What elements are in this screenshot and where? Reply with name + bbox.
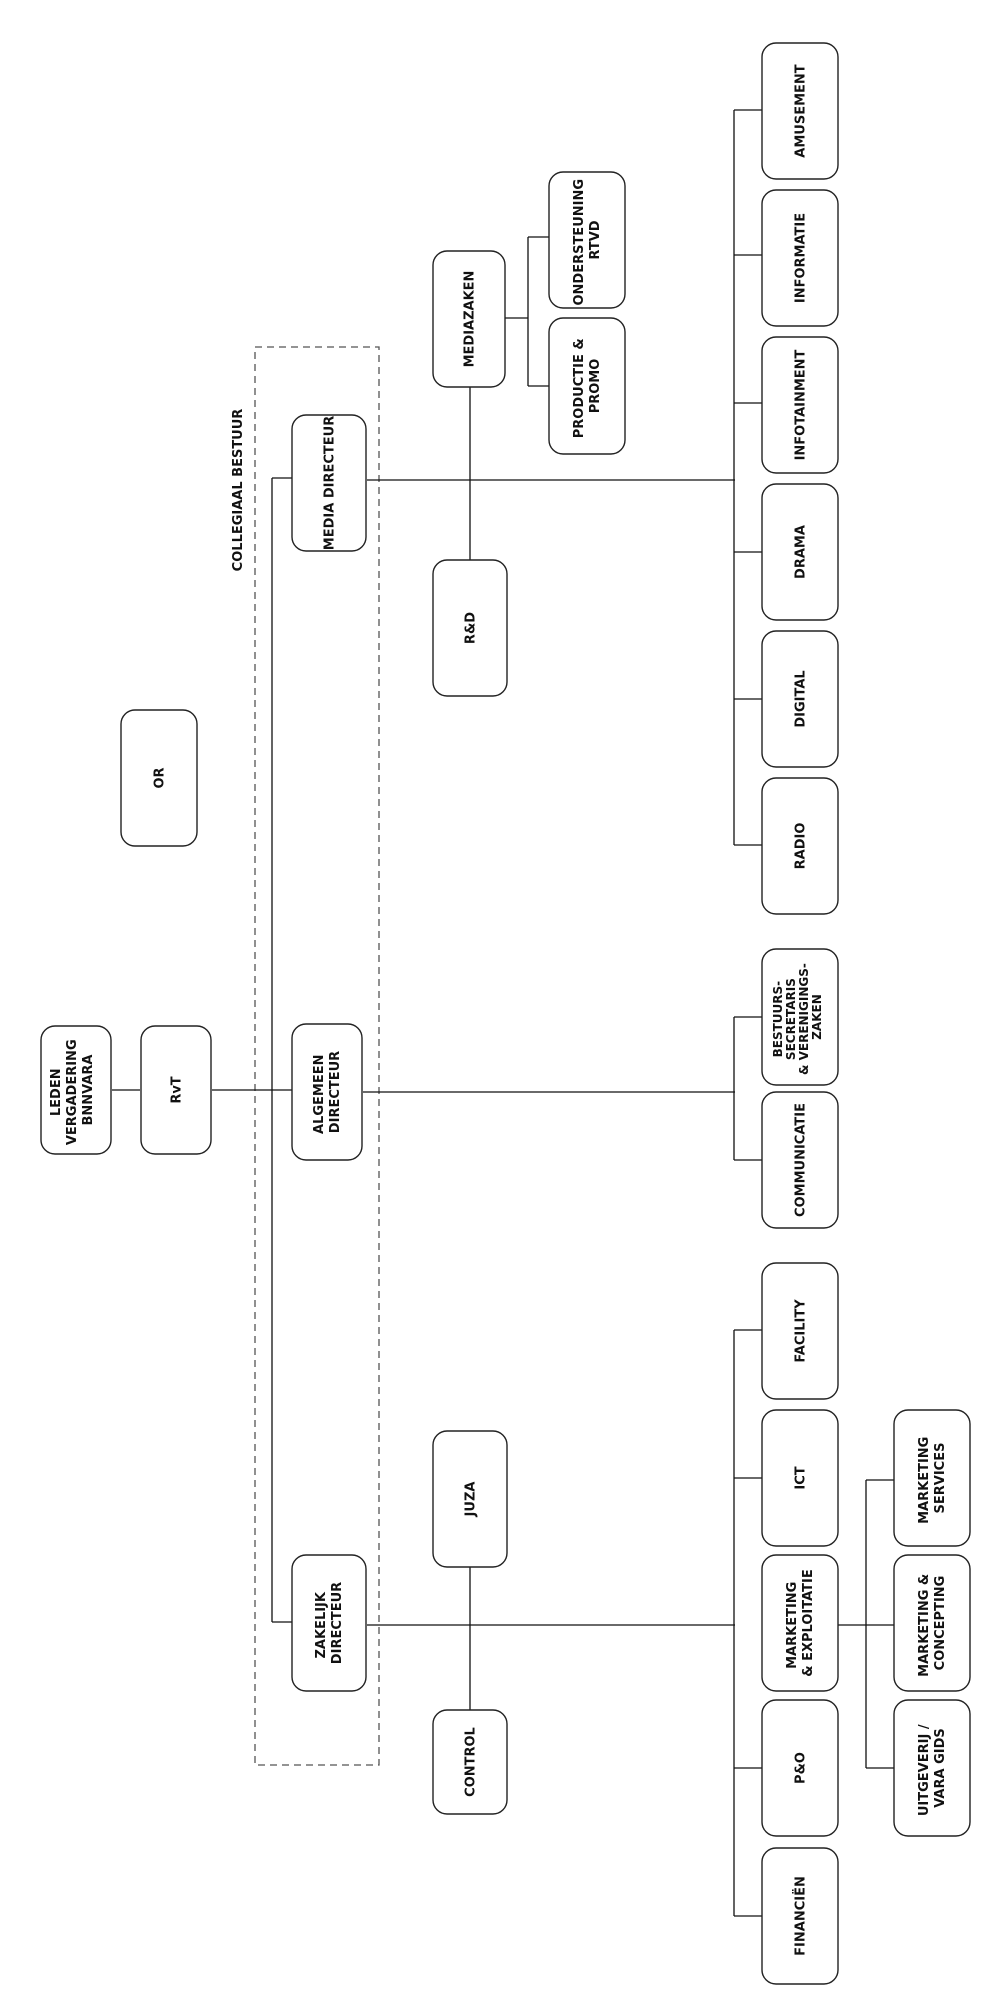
drama-box [761,483,839,621]
boxes [40,42,971,1985]
or-box [120,709,198,847]
bestuurssecretaris-label: BESTUURS- SECRETARIS & VERENIGINGS- ZAKE… [771,959,824,1075]
leden-vergadering-box [40,1025,112,1155]
control-box [432,1709,508,1815]
informatie-box [761,189,839,327]
collegiaal-bestuur-frame [254,346,380,1766]
ondersteuning-rtvd-box [548,171,626,309]
financien-box [761,1847,839,1985]
digital-box [761,630,839,768]
zakelijk-directeur-box [291,1554,367,1692]
digital-label: DIGITAL [794,670,809,727]
connectors [112,109,894,1917]
ict-label: ICT [794,1466,809,1489]
uitgeverij-box [893,1699,971,1837]
marketing-exploitatie-label: MARKETING & EXPLOITATIE [785,1569,816,1677]
juza-box [432,1430,508,1568]
or-label: OR [153,767,168,788]
marketing-services-label: MARKETING SERVICES [917,1432,948,1524]
bestuurssecretaris-box [761,948,839,1086]
algemeen-directeur-box [291,1023,363,1161]
ict-box [761,1409,839,1547]
rvt-label: RvT [170,1076,185,1103]
infotainment-box [761,336,839,474]
financien-label: FINANCIËN [793,1876,809,1956]
amusement-box [761,42,839,180]
rd-label: R&D [464,612,479,644]
collegiaal-bestuur-label: COLLEGIAAL BESTUUR [231,409,246,572]
amusement-label: AMUSEMENT [794,64,809,157]
leden-vergadering-label: LEDEN VERGADERING BNNVARA [49,1035,96,1145]
facility-label: FACILITY [794,1299,809,1363]
mediazaken-box [432,250,506,388]
marketing-concepting-box [893,1554,971,1692]
po-label: P&O [794,1752,809,1784]
marketing-concepting-label: MARKETING & CONCEPTING [917,1569,948,1677]
drama-label: DRAMA [794,525,809,579]
control-label: CONTROL [464,1727,479,1797]
labels: LEDEN VERGADERING BNNVARA RvT OR ALGEMEE… [49,64,948,1956]
ondersteuning-rtvd-label: ONDERSTEUNING RTVD [572,174,603,305]
zakelijk-directeur-label: ZAKELIJK DIRECTEUR [314,1582,345,1664]
mediazaken-label: MEDIAZAKEN [463,271,478,368]
rvt-box [140,1025,212,1155]
facility-box [761,1262,839,1400]
radio-label: RADIO [794,823,809,870]
uitgeverij-vara-gids-label: UITGEVERIJ / VARA GIDS [917,1720,948,1816]
media-directeur-label: MEDIA DIRECTEUR [323,416,338,550]
marketing-exploitatie-box [761,1554,839,1692]
infotainment-label: INFOTAINMENT [794,349,809,460]
marketing-services-box [893,1409,971,1547]
productie-promo-box [548,317,626,455]
communicatie-label: COMMUNICATIE [794,1103,809,1217]
rd-box [432,559,508,697]
po-box [761,1699,839,1837]
radio-box [761,777,839,915]
algemeen-directeur-label: ALGEMEEN DIRECTEUR [312,1050,343,1134]
media-directeur-box [291,414,367,552]
productie-promo-label: PRODUCTIE & PROMO [572,334,603,438]
communicatie-box [761,1091,839,1229]
informatie-label: INFORMATIE [794,213,809,303]
juza-label: JUZA [464,1482,479,1518]
